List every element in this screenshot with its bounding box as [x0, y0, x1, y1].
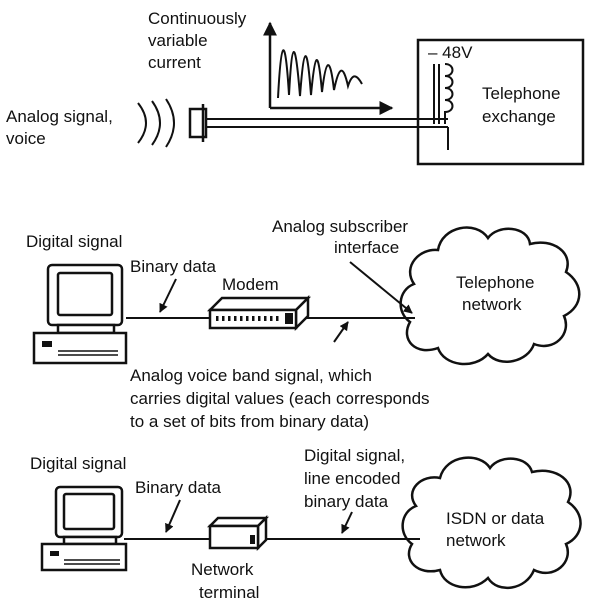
computer-icon	[32, 263, 128, 365]
telephone-network-cloud	[399, 226, 581, 366]
terminal-label-line2: terminal	[199, 583, 259, 602]
interface-label-line2: interface	[334, 238, 399, 257]
telephone-network-label-line2: network	[462, 295, 522, 314]
exchange-label-line1: Telephone	[482, 84, 560, 103]
line-encoded-arrow	[341, 511, 353, 534]
current-label-line3: current	[148, 53, 201, 72]
telephone-mouthpiece-icon	[188, 104, 208, 142]
network-terminal-icon	[206, 514, 270, 552]
isdn-network-label-line2: network	[446, 531, 506, 550]
signal-label-line1: Analog signal,	[6, 107, 113, 126]
interface-arrow	[349, 261, 413, 314]
digital-signal-label: Digital signal	[26, 232, 122, 251]
isdn-network-label-line1: ISDN or data	[446, 509, 545, 528]
voiceband-label-line1: Analog voice band signal, which	[130, 366, 372, 385]
isdn-network-cloud	[401, 456, 582, 590]
isdn-digital-signal-label: Digital signal	[30, 454, 126, 473]
isdn-computer-icon	[40, 485, 128, 572]
modem-panel: Digital signal	[26, 217, 581, 431]
waveform-curve	[277, 49, 363, 99]
binary-data-label: Binary data	[130, 257, 217, 276]
current-label-line2: variable	[148, 31, 208, 50]
interface-label-line1: Analog subscriber	[272, 217, 408, 236]
modem-label: Modem	[222, 275, 279, 294]
line-label-line2: line encoded	[304, 469, 400, 488]
sound-waves-icon	[137, 98, 175, 148]
voiceband-label-line2: carries digital values (each corresponds	[130, 389, 430, 408]
exchange-label-line2: exchange	[482, 107, 556, 126]
line-label-line3: binary data	[304, 492, 389, 511]
current-label-line1: Continuously	[148, 9, 247, 28]
waveform-graph	[263, 21, 394, 115]
telephone-network-label-line1: Telephone	[456, 273, 534, 292]
voiceband-arrow	[333, 321, 349, 343]
analog-line-panel: Continuously variable current – 48V Tele…	[6, 9, 585, 166]
signal-label-line2: voice	[6, 129, 46, 148]
voltage-label: – 48V	[428, 43, 473, 62]
voiceband-label-line3: to a set of bits from binary data)	[130, 412, 369, 431]
terminal-label-line1: Network	[191, 560, 254, 579]
binary-data-arrow	[159, 278, 177, 313]
isdn-binary-data-arrow	[165, 499, 181, 533]
line-label-line1: Digital signal,	[304, 446, 405, 465]
isdn-panel: Digital signal Network terminal Binary d…	[30, 446, 582, 602]
telephone-exchange-box	[416, 38, 585, 166]
isdn-binary-data-label: Binary data	[135, 478, 222, 497]
modem-icon	[206, 294, 312, 332]
inductor-coil-icon	[433, 63, 454, 124]
